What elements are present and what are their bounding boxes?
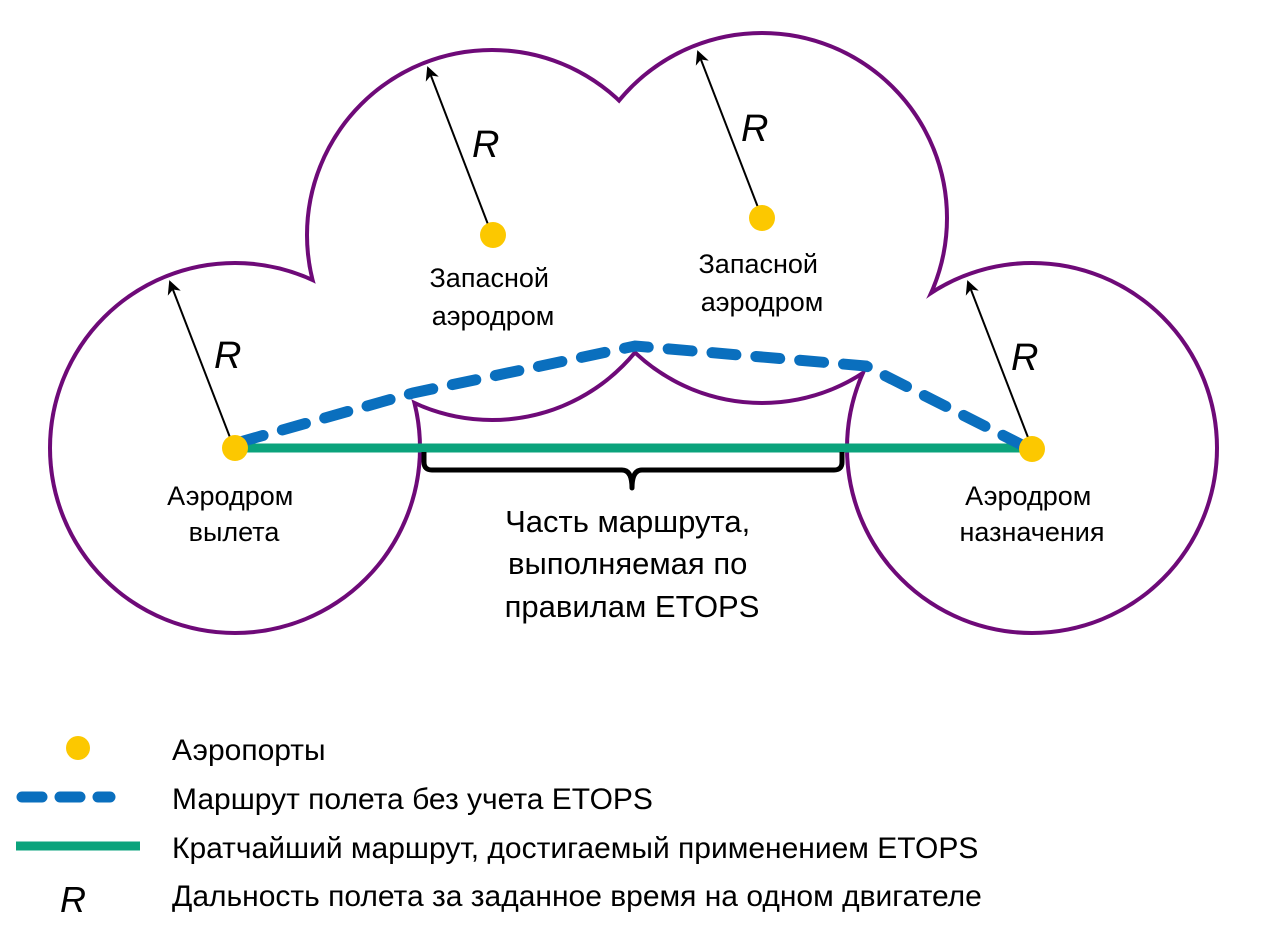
radius-label-destination: R xyxy=(1011,337,1038,379)
legend-label-radius: Дальность полета за заданное время на од… xyxy=(172,880,982,913)
legend-label-airports: Аэропорты xyxy=(172,734,326,767)
airport-label-destination: Аэродром назначения xyxy=(959,481,1104,547)
radius-label-departure: R xyxy=(214,335,241,377)
airport-destination xyxy=(1019,436,1045,462)
airports xyxy=(222,205,1045,462)
radius-arrows xyxy=(167,50,1030,441)
legend-radius-symbol: R xyxy=(60,879,86,920)
legend: Аэропорты Маршрут полета без учета ETOPS… xyxy=(16,734,982,920)
radius-arrow-alternate-2 xyxy=(695,50,760,211)
etops-segment-brace xyxy=(421,452,845,491)
radius-arrow-alternate-1 xyxy=(425,66,490,228)
radius-label-alternate-1: R xyxy=(472,124,499,166)
airport-alternate-2 xyxy=(749,205,775,231)
legend-label-dashed-route: Маршрут полета без учета ETOPS xyxy=(172,783,653,816)
airport-alternate-1 xyxy=(480,222,506,248)
airport-label-alternate-1: Запасной аэродром xyxy=(430,263,557,331)
radius-arrow-destination xyxy=(965,280,1030,441)
airport-label-alternate-2: Запасной аэродром xyxy=(699,249,826,317)
radius-arrow-departure xyxy=(167,280,232,441)
etops-segment-label: Часть маршрута, выполняемая по правилам … xyxy=(505,504,760,624)
radius-label-alternate-2: R xyxy=(741,108,768,150)
legend-label-shortest-route: Кратчайший маршрут, достигаемый применен… xyxy=(172,832,978,865)
airport-label-departure: Аэродром вылета xyxy=(167,481,301,547)
airport-departure xyxy=(222,435,248,461)
route-without-etops xyxy=(234,340,1030,452)
legend-airport-dot xyxy=(66,736,90,760)
